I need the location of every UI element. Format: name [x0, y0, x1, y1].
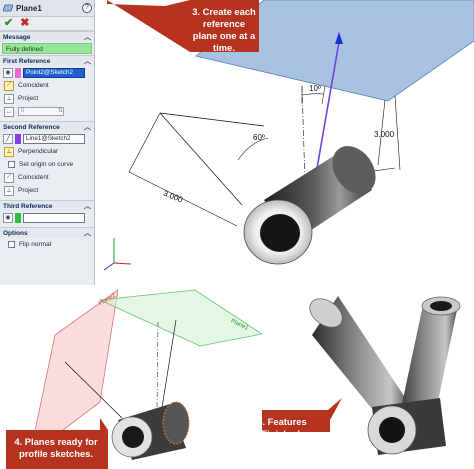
panel-title: Plane1	[16, 3, 42, 13]
set-origin-row[interactable]: Set origin on curve	[0, 158, 94, 171]
dimension-line	[159, 112, 243, 206]
help-icon[interactable]: ?	[82, 3, 92, 13]
point-icon: ◉	[3, 67, 13, 78]
chevron-up-icon[interactable]: ︿	[84, 203, 91, 210]
ok-button[interactable]: ✔	[4, 17, 14, 29]
third-reference-color-swatch	[15, 212, 21, 223]
tube-part[interactable]	[243, 138, 384, 265]
coincident-label: Coincident	[18, 174, 49, 181]
third-reference-header[interactable]: Third Reference ︿	[0, 200, 94, 211]
coincident-icon[interactable]: ⟋	[4, 172, 14, 183]
project-label: Project	[18, 95, 39, 102]
dimension-length-right[interactable]: 3.000	[374, 130, 395, 139]
status-message: Fully defined	[2, 43, 92, 54]
chevron-up-icon[interactable]: ︿	[84, 124, 91, 131]
dimension-line	[128, 112, 161, 173]
perpendicular-label: Perpendicular	[18, 148, 59, 155]
property-manager-panel: Plane1 ? ✔ ✖ Message ︿ Fully defined Fir…	[0, 0, 95, 285]
options-header[interactable]: Options ︿	[0, 227, 94, 238]
cancel-button[interactable]: ✖	[20, 17, 30, 29]
panel-header: Plane1 ?	[0, 0, 94, 17]
first-reference-distance-row: ↔ 0⇅	[0, 105, 94, 118]
profile-line	[64, 361, 123, 419]
arrow-up-icon	[335, 32, 343, 44]
flip-normal-row[interactable]: Flip normal	[0, 238, 94, 251]
first-reference-project-row[interactable]: ⊥ Project	[0, 92, 94, 105]
first-reference-selection-box[interactable]: Point2@Sketch2	[23, 67, 85, 78]
distance-input[interactable]: 0⇅	[18, 107, 64, 116]
third-reference-selection-box[interactable]	[23, 212, 85, 223]
callout-step3: 3. Create each reference plane one at a …	[192, 6, 256, 53]
options-title: Options	[3, 229, 28, 237]
callout-step4-bubble	[6, 418, 108, 469]
message-header: Message	[3, 33, 31, 41]
second-reference-coincident-row[interactable]: ⟋ Coincident	[0, 171, 94, 184]
project-icon[interactable]: ⊥	[4, 93, 14, 104]
first-reference-selection-row: ◉ Point2@Sketch2	[0, 66, 94, 79]
plane-icon	[3, 4, 13, 12]
perpendicular-icon[interactable]: ⊥	[4, 146, 14, 157]
tube-part-preview[interactable]	[111, 401, 190, 460]
second-reference-selection-row: ╱ Line1@Sketch2	[0, 132, 94, 145]
callout-step5-bubble	[262, 398, 342, 432]
callout-step4: 4. Planes ready for profile sketches.	[14, 436, 98, 459]
plane-2	[29, 289, 119, 456]
top-graphics-viewport[interactable]	[96, 0, 474, 285]
flip-normal-label: Flip normal	[19, 241, 52, 248]
third-reference-selection-row: ◉	[0, 211, 94, 224]
line-icon: ╱	[3, 133, 13, 144]
coincident-icon[interactable]: ⟋	[4, 80, 14, 91]
first-reference-color-swatch	[15, 67, 21, 78]
first-reference-title: First Reference	[3, 57, 51, 65]
planes-preview-viewport[interactable]	[0, 289, 262, 469]
dimension-angle-60[interactable]: 60º	[253, 133, 265, 142]
chevron-up-icon[interactable]: ︿	[84, 230, 91, 237]
second-reference-title: Second Reference	[3, 123, 60, 131]
chevron-up-icon[interactable]: ︿	[84, 58, 91, 65]
second-reference-project-row[interactable]: ⊥ Project	[0, 184, 94, 197]
dimension-line	[377, 99, 386, 166]
dimension-line	[321, 85, 326, 105]
finished-tube-assembly[interactable]	[304, 293, 461, 455]
spinner-arrows-icon: ⇅	[57, 108, 63, 114]
dimension-arc	[301, 93, 325, 96]
project-icon[interactable]: ⊥	[4, 185, 14, 196]
message-section-header[interactable]: Message ︿	[0, 31, 94, 42]
axis-triad-icon	[103, 238, 132, 271]
perpendicular-row[interactable]: ⊥ Perpendicular	[0, 145, 94, 158]
first-reference-coincident-row[interactable]: ⟋ Coincident	[0, 79, 94, 92]
plane-1	[98, 289, 262, 347]
profile-line	[159, 319, 177, 421]
second-reference-selection-box[interactable]: Line1@Sketch2	[23, 133, 85, 144]
flip-normal-checkbox[interactable]	[8, 241, 15, 248]
distance-icon[interactable]: ↔	[4, 106, 14, 117]
second-reference-header[interactable]: Second Reference ︿	[0, 121, 94, 132]
point-icon: ◉	[3, 212, 13, 223]
callout-step5: 5. Features Finished.	[257, 416, 307, 439]
dimension-line	[128, 171, 238, 227]
set-origin-checkbox[interactable]	[8, 161, 15, 168]
finished-part-viewport[interactable]	[262, 289, 474, 469]
chevron-up-icon[interactable]: ︿	[84, 34, 91, 41]
dimension-line	[159, 112, 265, 127]
axis-centerline	[156, 321, 159, 411]
confirm-row: ✔ ✖	[0, 17, 94, 31]
set-origin-label: Set origin on curve	[19, 161, 74, 168]
coincident-label: Coincident	[18, 82, 49, 89]
first-reference-header[interactable]: First Reference ︿	[0, 55, 94, 66]
project-label: Project	[18, 187, 39, 194]
dimension-line	[394, 95, 401, 171]
third-reference-title: Third Reference	[3, 202, 53, 210]
dimension-arc	[237, 137, 269, 161]
dimension-angle-10[interactable]: 10º	[309, 84, 321, 93]
second-reference-color-swatch	[15, 133, 21, 144]
